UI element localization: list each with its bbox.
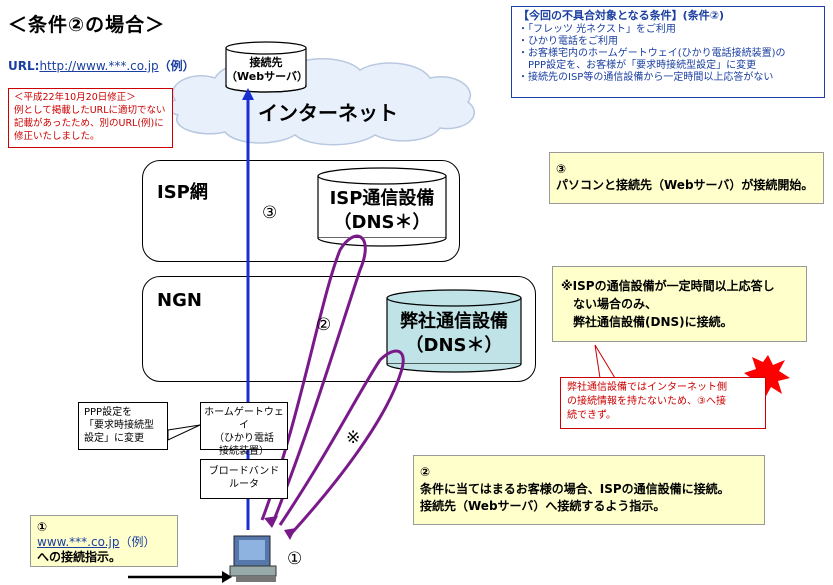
computer-icon (229, 535, 277, 582)
conditions-box: 【今回の不具合対象となる条件】(条件②) ・「フレッツ 光ネクスト」をご利用 ・… (511, 6, 825, 98)
step1-box: ① www.***.co.jp（例） への接続指示。 (30, 515, 178, 567)
revision-note: ＜平成22年10月20日修正＞ 例として掲載したURLに適切でない 記載があった… (8, 88, 173, 148)
stepx-marker: ※ (346, 428, 361, 448)
url-link[interactable]: http://www.***.co.jp (39, 59, 159, 73)
isp-label: ISP網 (157, 182, 208, 203)
step1-marker: ① (287, 549, 303, 569)
web-server-label: 接続先 （Webサーバ） (226, 56, 308, 83)
url-suffix: （例） (158, 59, 195, 73)
internet-label: インターネット (258, 101, 398, 125)
step3-marker: ③ (262, 203, 278, 223)
isp-equipment-label: ISP通信設備 （DNS＊） (329, 188, 435, 233)
our-cylinder (386, 289, 522, 373)
red-callout: 弊社通信設備ではインターネット側 の接続情報を持たないため、③へ接 続できず。 (560, 377, 766, 429)
url-prefix: URL: (8, 59, 40, 73)
step2-marker: ② (316, 315, 332, 335)
our-loop-arrow (278, 349, 405, 537)
router-box: ブロードバンド ルータ (200, 459, 288, 499)
step2-box: ② 条件に当てはまるお客様の場合、ISPの通信設備に接続。 接続先（Webサーバ… (413, 455, 765, 525)
our-equipment-label: 弊社通信設備 （DNS＊） (400, 311, 508, 356)
home-gateway-box: ホームゲートウェイ （ひかり電話 接続装置） (200, 402, 288, 457)
step3-box: ③ パソコンと接続先（Webサーバ）が接続開始。 (549, 152, 824, 204)
conditions-heading: 【今回の不具合対象となる条件】(条件②) (518, 9, 725, 22)
url-line: URL:http://www.***.co.jp（例） (8, 57, 195, 74)
isp-timeout-note: ※ISPの通信設備が一定時間以上応答し ない場合のみ、 弊社通信設備(DNS)に… (552, 266, 807, 342)
isp-loop-arrow (260, 234, 367, 526)
ngn-label: NGN (157, 290, 202, 311)
ppp-setting-note: PPP設定を 「要求時接続型 設定」に変更 (78, 402, 168, 450)
web-server-cylinder (225, 41, 307, 93)
page-title: ＜条件②の場合＞ (8, 14, 166, 36)
step1-link[interactable]: www.***.co.jp (37, 535, 120, 549)
